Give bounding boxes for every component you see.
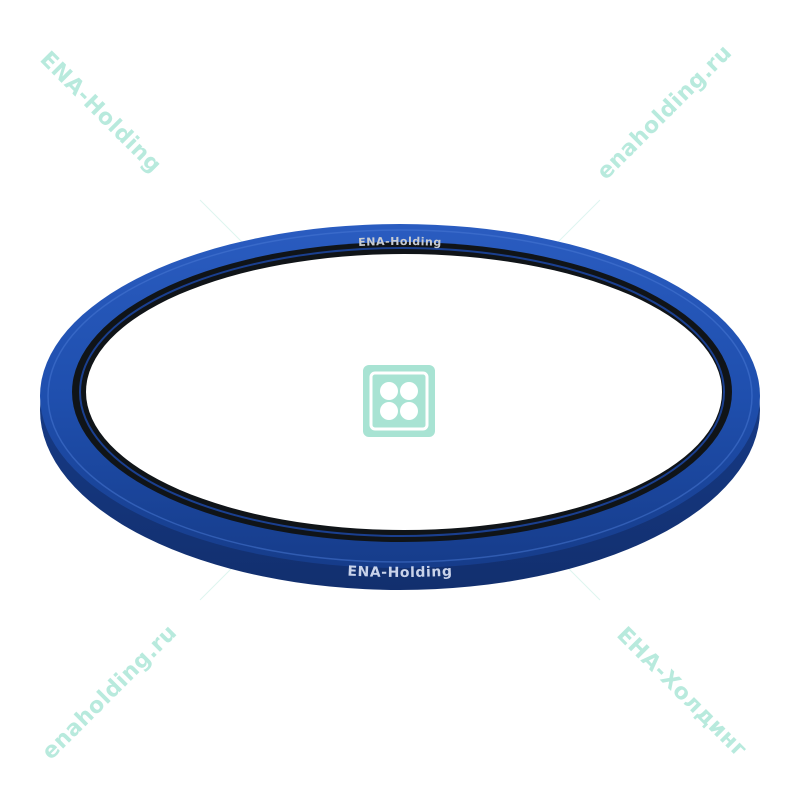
four-petal-logo-icon	[363, 365, 435, 437]
seal-ring-highlight	[47, 229, 753, 563]
seal-text-bottom: ENA-Holding	[347, 564, 453, 581]
seal-ring-lip	[79, 247, 725, 537]
seal-text-top: ENA-Holding	[358, 235, 442, 249]
